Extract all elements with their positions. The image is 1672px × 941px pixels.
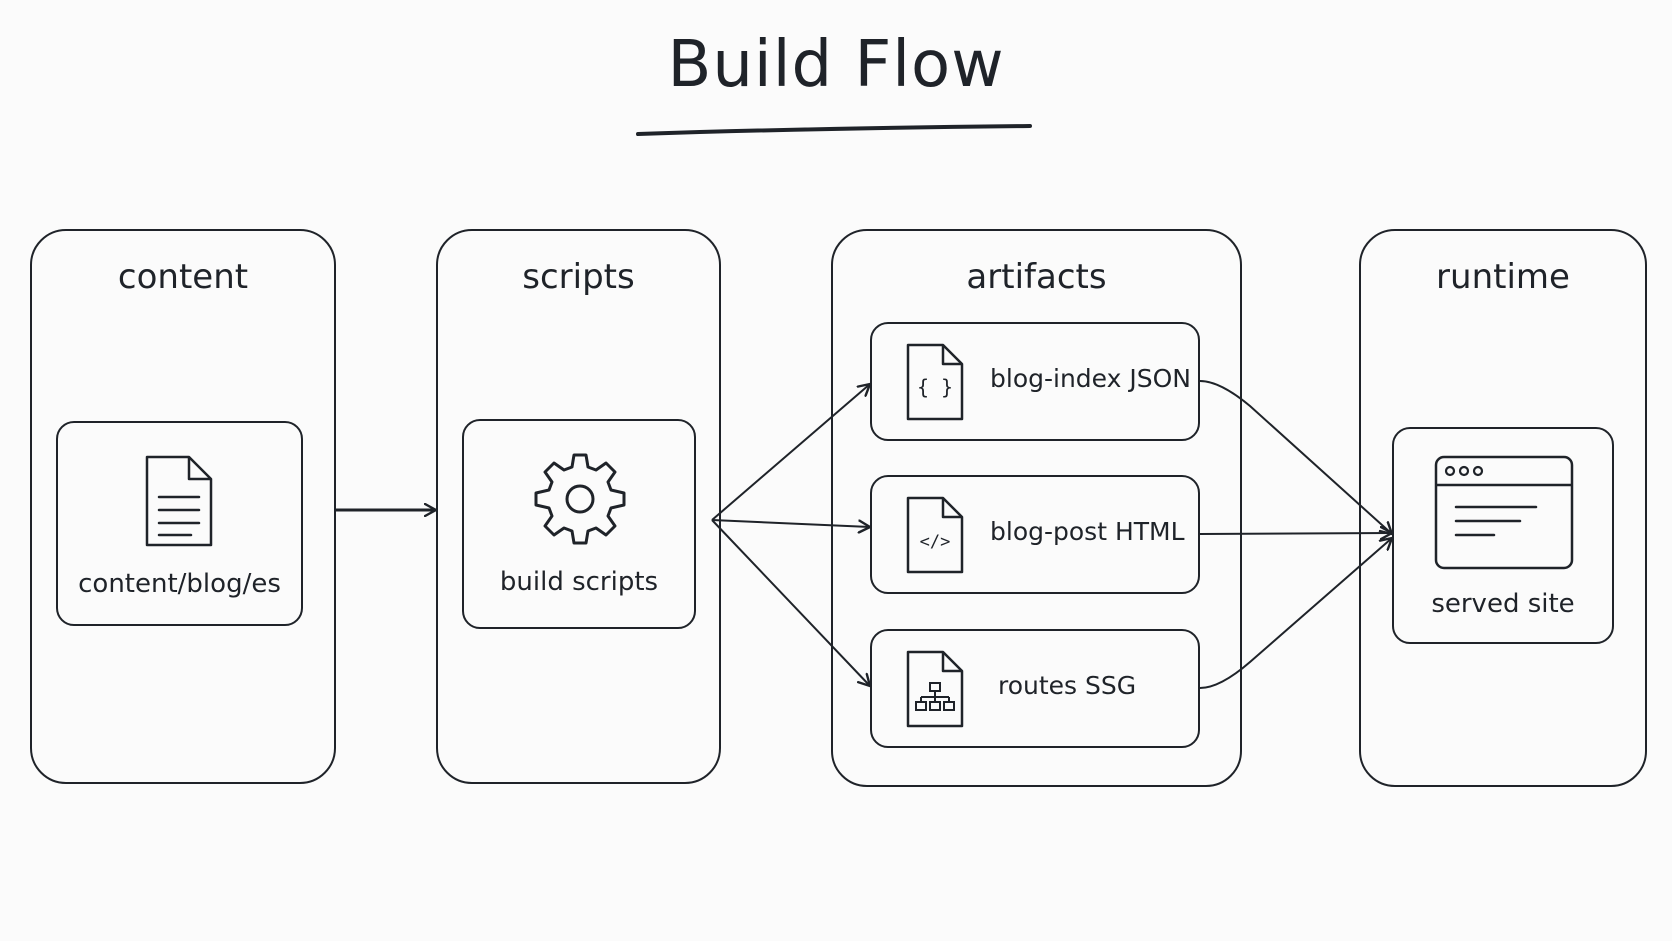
- card-content-source-label: content/blog/es: [78, 569, 281, 599]
- lane-artifacts-label: artifacts: [966, 257, 1107, 297]
- sitemap-file-icon: [906, 650, 964, 728]
- arrow-routes-to-site: [1199, 538, 1392, 689]
- card-build-scripts-label: build scripts: [499, 567, 659, 597]
- arrow-scripts-to-blog-index: [711, 384, 870, 521]
- card-routes: routes SSG: [870, 629, 1200, 748]
- card-blog-index-label: blog-index JSON: [990, 364, 1191, 393]
- html-file-icon: </>: [906, 496, 964, 574]
- arrow-scripts-to-blog-post: [711, 519, 870, 527]
- json-file-icon: { }: [906, 343, 964, 421]
- card-build-scripts: build scripts: [462, 419, 696, 629]
- card-blog-index: { } blog-index JSON: [870, 322, 1200, 441]
- diagram-title: Build Flow: [667, 28, 1005, 102]
- card-blog-post: </> blog-post HTML: [870, 475, 1200, 594]
- gear-icon: [534, 453, 626, 545]
- lane-runtime: runtime: [1359, 229, 1647, 787]
- lane-runtime-label: runtime: [1436, 257, 1570, 297]
- card-served-site-label: served site: [1431, 589, 1575, 619]
- browser-window-icon: [1434, 455, 1574, 570]
- svg-text:{ }: { }: [917, 375, 953, 399]
- lane-content-label: content: [117, 257, 249, 297]
- lane-scripts-label: scripts: [522, 257, 635, 297]
- arrow-blog-index-to-site: [1199, 380, 1392, 534]
- lane-artifacts: artifacts: [831, 229, 1242, 787]
- card-served-site: served site: [1392, 427, 1614, 644]
- title-underline: [636, 124, 1032, 136]
- card-blog-post-label: blog-post HTML: [990, 517, 1185, 546]
- lane-scripts: scripts: [436, 229, 721, 784]
- card-content-source: content/blog/es: [56, 421, 303, 626]
- arrow-scripts-to-routes: [711, 519, 870, 686]
- lane-content: content: [30, 229, 336, 784]
- document-icon: [145, 455, 213, 547]
- svg-text:</>: </>: [920, 532, 951, 552]
- card-routes-label: routes SSG: [998, 671, 1137, 700]
